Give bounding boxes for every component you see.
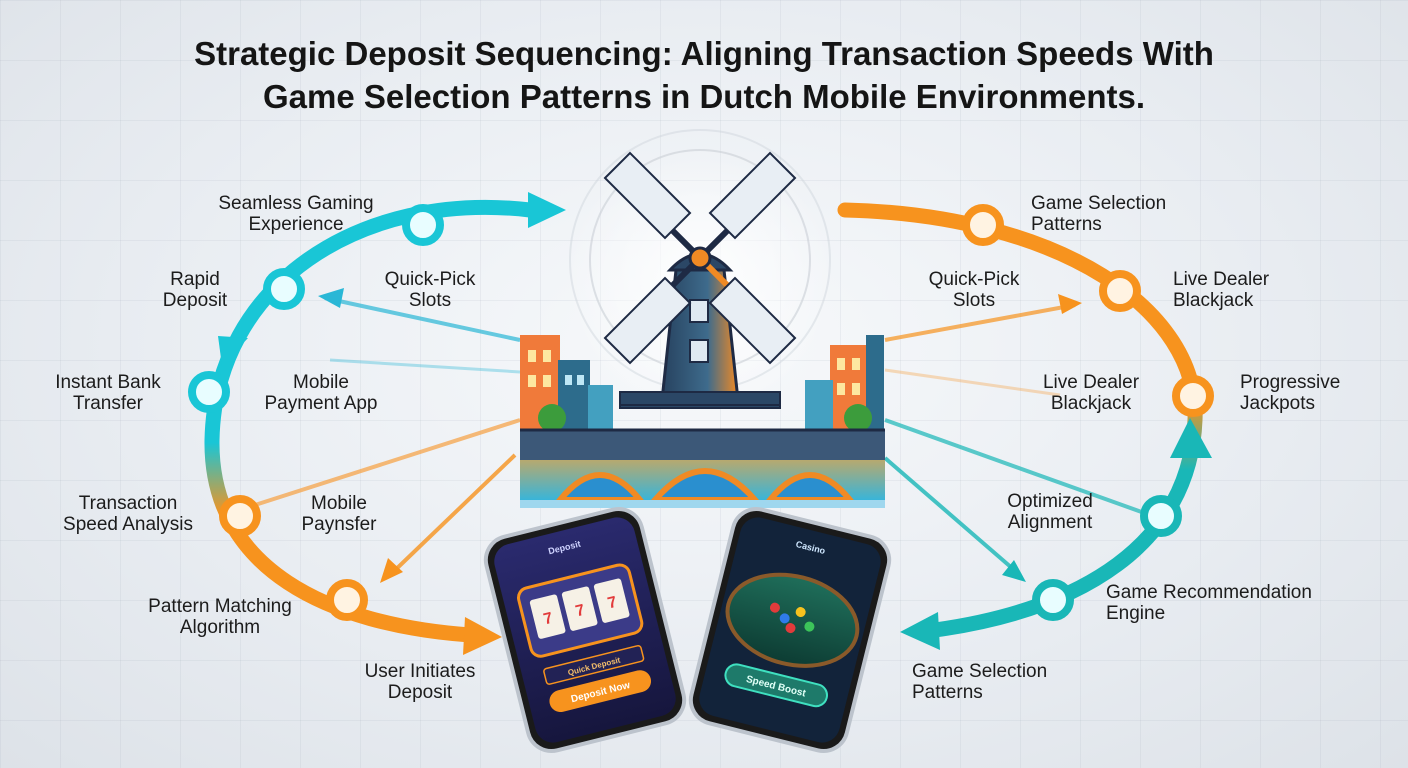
label-pattern-matching: Pattern Matching Algorithm	[148, 596, 292, 638]
spoke-engine-right-head	[1002, 560, 1026, 582]
phone-right: Casino Speed Boost	[688, 507, 892, 753]
label-transaction-speed: Transaction Speed Analysis	[63, 493, 193, 535]
windmill-illustration	[520, 129, 885, 508]
node-transaction-speed	[219, 495, 261, 537]
left-cycle	[188, 192, 566, 655]
spoke-engine-right	[883, 456, 1022, 577]
page-title: Strategic Deposit Sequencing: Aligning T…	[0, 32, 1408, 118]
left-cycle-path	[204, 199, 538, 643]
right-arrowhead-mid	[1170, 418, 1212, 458]
spoke-paynsfer-left	[254, 418, 521, 507]
node-instant-bank	[188, 371, 230, 413]
label-instant-bank: Instant Bank Transfer	[55, 372, 161, 414]
label-game-selection-bottom: Game Selection Patterns	[912, 661, 1048, 703]
svg-text:7: 7	[606, 594, 619, 613]
right-arrowhead-bottom	[900, 612, 940, 650]
label-mobile-paynsfer: Mobile Paynsfer	[301, 493, 377, 535]
label-recommendation: Game Recommendation Engine	[1106, 582, 1312, 624]
right-cycle-path	[837, 202, 1203, 638]
label-quickpick-left: Quick-Pick Slots	[384, 269, 476, 311]
windmill-sails	[603, 151, 797, 365]
label-seamless-gaming: Seamless Gaming Experience	[218, 193, 374, 235]
left-arrowhead-bottom	[463, 617, 502, 655]
node-live-dealer	[1099, 270, 1141, 312]
spoke-pattern-left-head	[380, 558, 403, 583]
node-seamless-gaming	[402, 204, 444, 246]
left-arrowhead-mid	[218, 336, 248, 366]
label-mobile-payment: Mobile Payment App	[264, 372, 378, 414]
right-cycle	[837, 202, 1214, 650]
label-quickpick-right: Quick-Pick Slots	[928, 269, 1020, 311]
canal-bridge	[520, 428, 885, 508]
phone-left: Deposit 7 7 7 Quick Deposit Deposit Now	[483, 507, 687, 753]
svg-text:7: 7	[542, 610, 555, 629]
spoke-quickpick-right-head	[1058, 294, 1082, 314]
label-game-selection-top: Game Selection Patterns	[1031, 193, 1167, 235]
spoke-quickpick-left-head	[318, 288, 344, 308]
label-progressive: Progressive Jackpots	[1240, 372, 1341, 414]
label-live-dealer-inner: Live Dealer Blackjack	[1042, 372, 1140, 414]
right-buildings	[805, 335, 884, 440]
node-progressive	[1172, 375, 1214, 417]
spoke-livedealer-right	[884, 368, 1061, 397]
title-line-2: Game Selection Patterns in Dutch Mobile …	[262, 78, 1145, 115]
spoke-mobile-left	[329, 358, 521, 374]
deposit-now-button	[549, 670, 652, 713]
left-arrowhead-top	[528, 192, 566, 228]
spoke-quickpick-left	[324, 296, 521, 342]
label-live-dealer-outer: Live Dealer Blackjack	[1173, 269, 1270, 311]
label-rapid-deposit: Rapid Deposit	[162, 269, 228, 311]
node-pattern-matching	[326, 579, 368, 621]
spoke-optimized-right	[884, 418, 1151, 517]
label-optimized: Optimized Alignment	[1007, 491, 1093, 533]
title-line-1: Strategic Deposit Sequencing: Aligning T…	[194, 35, 1214, 72]
node-game-selection	[962, 204, 1004, 246]
svg-text:7: 7	[574, 602, 587, 621]
node-rapid-deposit	[263, 268, 305, 310]
speed-boost-button	[724, 663, 828, 708]
spoke-quickpick-right	[884, 303, 1076, 342]
node-recommendation	[1032, 579, 1074, 621]
node-optimized	[1140, 495, 1182, 537]
label-user-initiates: User Initiates Deposit	[364, 661, 476, 703]
spoke-pattern-left	[388, 453, 517, 577]
